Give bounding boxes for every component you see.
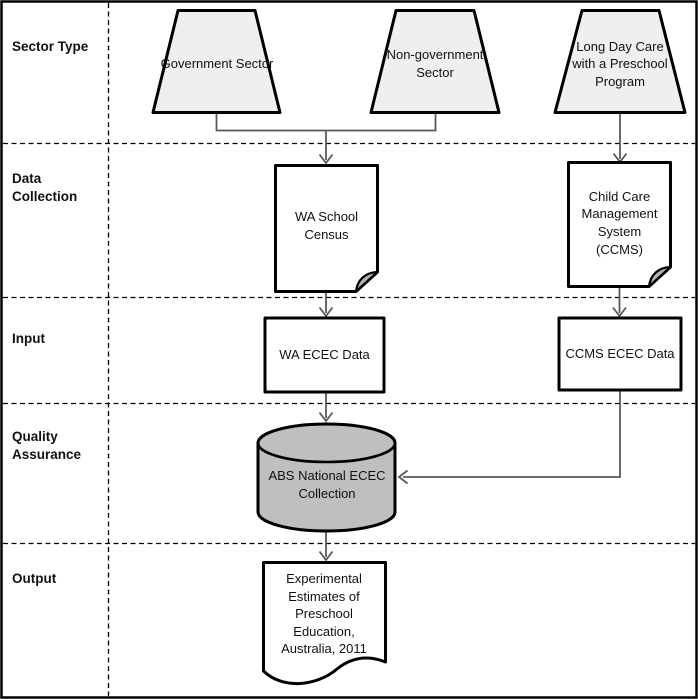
abs-collection-label: ABS National ECEC Collection: [268, 468, 386, 501]
long-day-care-trapezoid: [553, 9, 687, 114]
arrowhead-output: [318, 550, 334, 562]
ccms-fold-icon: [647, 265, 672, 288]
row-label-sector-type: Sector Type: [12, 39, 89, 54]
row-label-quality-assurance: Quality Assurance: [12, 429, 82, 462]
non-government-sector-label: Non-government Sector: [386, 47, 484, 80]
ccms-ecec-data-rect: [557, 316, 683, 392]
row-label-data-collection: Data Collection: [12, 171, 78, 204]
shapes: [151, 9, 687, 685]
output-document-label: Experimental Estimates of Preschool Educ…: [281, 571, 367, 657]
wa-school-census-label: WA School Census: [294, 209, 359, 242]
wa-ecec-data-label: WA ECEC Data: [279, 347, 370, 363]
arrowhead-ccmsecec: [612, 306, 627, 318]
ccms-label: Child Care Management System (CCMS): [581, 188, 658, 257]
arrowhead-abs-top: [318, 411, 334, 423]
row-label-input: Input: [12, 331, 45, 346]
non-government-sector-trapezoid: [369, 9, 501, 114]
abs-collection-cylinder: [256, 422, 397, 533]
government-sector-label: Government Sector: [160, 56, 274, 72]
output-document: [262, 561, 387, 685]
connector-ccmsecec-to-abs: [403, 390, 621, 478]
wa-ecec-data-rect: [263, 316, 386, 394]
arrowhead-census: [318, 153, 334, 165]
arrowhead-waecec: [318, 306, 334, 318]
connector-sectors-merge: [215, 113, 437, 132]
long-day-care-label: Long Day Care with a Preschool Program: [572, 38, 668, 89]
arrowhead-abs-right: [397, 469, 409, 485]
abs-collection-cylinder-rim: [256, 442, 397, 464]
ccms-ecec-data-label: CCMS ECEC Data: [565, 346, 675, 362]
government-sector-trapezoid: [151, 9, 282, 114]
lane-separators: [3, 3, 695, 696]
row-label-output: Output: [12, 571, 57, 586]
connectors: [215, 113, 628, 562]
wa-school-census-fold-icon: [354, 270, 379, 293]
